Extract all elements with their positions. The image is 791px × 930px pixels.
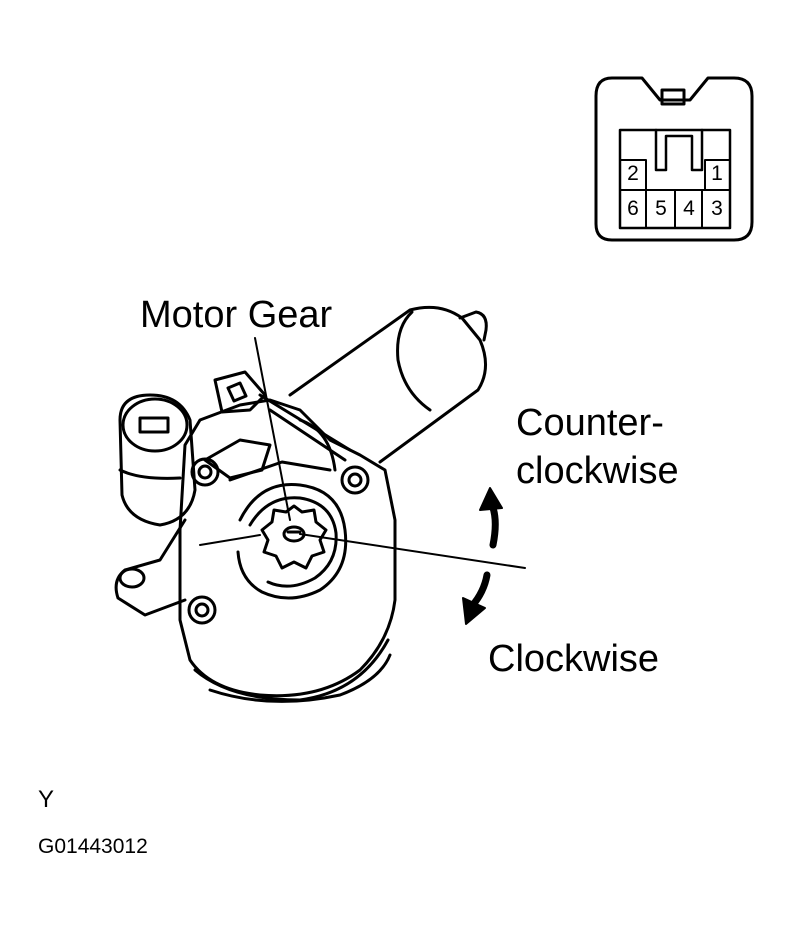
gear-ring bbox=[236, 482, 348, 600]
motor-gear bbox=[260, 504, 328, 570]
pin-3-label: 3 bbox=[711, 197, 723, 220]
pin-1-label: 1 bbox=[711, 162, 723, 185]
motor-gear-label: Motor Gear bbox=[140, 294, 333, 336]
view-letter: Y bbox=[38, 786, 55, 813]
bearing-boss bbox=[118, 393, 197, 527]
counter-clockwise-label-line1: Counter- bbox=[516, 402, 664, 444]
pin-2-label: 2 bbox=[627, 162, 639, 185]
figure-id: G01443012 bbox=[38, 835, 148, 858]
pin-4-label: 4 bbox=[683, 197, 695, 220]
housing-detail-line bbox=[199, 534, 261, 546]
connector-face bbox=[594, 76, 754, 242]
clockwise-label: Clockwise bbox=[488, 638, 660, 680]
motor-gear-leader bbox=[254, 337, 291, 521]
rotation-axis-line bbox=[299, 533, 526, 569]
motor-housing bbox=[258, 305, 488, 464]
counter-clockwise-arrow bbox=[479, 487, 503, 549]
pin-6-label: 6 bbox=[627, 197, 639, 220]
gear-housing bbox=[114, 370, 397, 703]
counter-clockwise-label-line2: clockwise bbox=[516, 450, 679, 492]
pin-5-label: 5 bbox=[655, 197, 667, 220]
clockwise-arrow bbox=[462, 571, 491, 625]
